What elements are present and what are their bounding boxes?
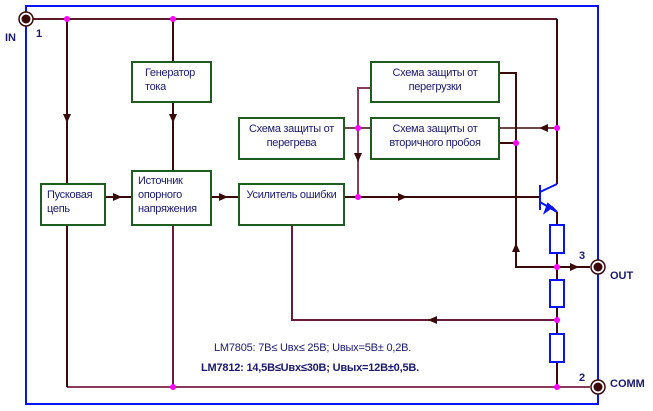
arrow-icon	[169, 114, 177, 123]
arrow-icon	[354, 153, 362, 162]
arrow-icon	[512, 243, 520, 252]
terminal-comm-label: COMM	[610, 378, 645, 390]
node-dot	[554, 384, 560, 390]
terminal-in-number: 1	[36, 28, 43, 40]
node-dot	[355, 125, 361, 131]
transistor-icon	[539, 183, 558, 215]
terminal-out-label: OUT	[610, 270, 634, 282]
block-start-circuit[interactable]: Пусковая цепь	[40, 183, 106, 226]
terminal-in-label: IN	[5, 32, 16, 44]
note-lm7812: LM7812: 14,5В≤Uвх≤30В; Uвых=12В±0,5В.	[201, 362, 419, 374]
terminal-comm[interactable]	[590, 379, 606, 395]
block-overload-protection[interactable]: Схема защиты от перегрузки	[370, 61, 500, 103]
block-current-generator[interactable]: Генератор тока	[131, 61, 212, 103]
wire-overload-bus	[357, 87, 370, 197]
arrow-icon	[63, 114, 71, 123]
terminal-out-number: 3	[579, 250, 586, 262]
arrow-icon	[539, 124, 548, 132]
arrow-icon	[113, 193, 122, 201]
wire-overload-sense	[500, 72, 557, 268]
junction-nodes	[64, 16, 560, 390]
arrow-icon	[219, 193, 228, 201]
resistor-icon	[549, 224, 565, 254]
node-dot	[170, 16, 176, 22]
note-lm7805: LM7805: 7В≤ Uвх≤ 25В; Uвых=5В± 0,2В.	[214, 342, 412, 354]
resistor-icon	[549, 333, 565, 363]
terminal-comm-number: 2	[579, 372, 586, 384]
node-dot	[170, 384, 176, 390]
arrow-icon	[428, 316, 437, 324]
block-overheat-protection[interactable]: Схема защиты от перегрева	[238, 117, 345, 160]
node-dot	[554, 125, 560, 131]
node-dot	[554, 317, 560, 323]
terminal-out[interactable]	[590, 259, 606, 275]
node-dot	[64, 16, 70, 22]
node-dot	[513, 140, 519, 146]
resistor-icon	[549, 279, 565, 308]
node-dot	[554, 264, 560, 270]
block-secondary-breakdown-protection[interactable]: Схема защиты от вторичного пробоя	[370, 117, 500, 160]
block-error-amplifier[interactable]: Усилитель ошибки	[238, 183, 345, 226]
node-dot	[355, 194, 361, 200]
wire-feedback	[291, 226, 557, 321]
arrow-icon	[570, 263, 579, 271]
block-reference-source[interactable]: Источник опорного напряжения	[131, 170, 212, 226]
terminal-in[interactable]	[18, 11, 34, 27]
chip-frame	[25, 5, 599, 405]
arrow-icon	[398, 193, 407, 201]
